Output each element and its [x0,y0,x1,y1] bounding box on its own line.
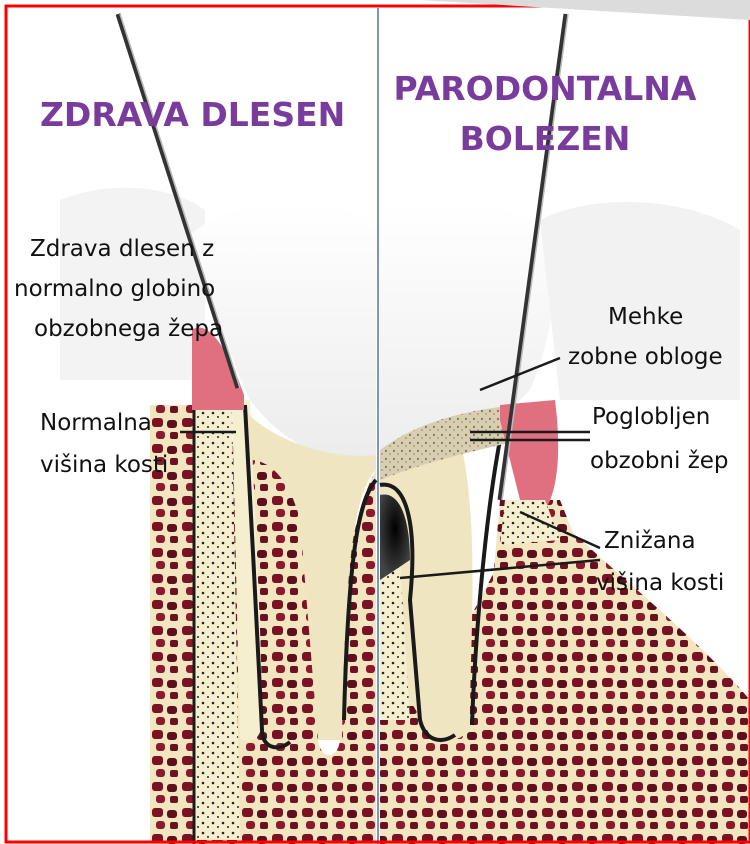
label-pocket-1: Poglobljen [592,400,710,435]
title-disease-line1: PARODONTALNA [390,68,700,110]
label-healthy-gum-2: normalno globino [14,272,215,307]
label-normal-bone-2: višina kosti [40,448,168,483]
label-healthy-gum-1: Zdrava dlesen z [30,232,214,267]
title-disease-line2: BOLEZEN [390,118,700,160]
label-pocket-2: obzobni žep [590,444,729,479]
title-healthy: ZDRAVA DLESEN [40,94,340,136]
label-healthy-gum-3: obzobnega žepa [34,312,223,347]
label-normal-bone-1: Normalna [40,406,152,441]
label-plaque-1: Mehke [608,300,683,335]
label-reduced-bone-2: višina kosti [596,566,724,601]
label-plaque-2: zobne obloge [568,340,723,375]
label-reduced-bone-1: Znižana [604,524,696,559]
